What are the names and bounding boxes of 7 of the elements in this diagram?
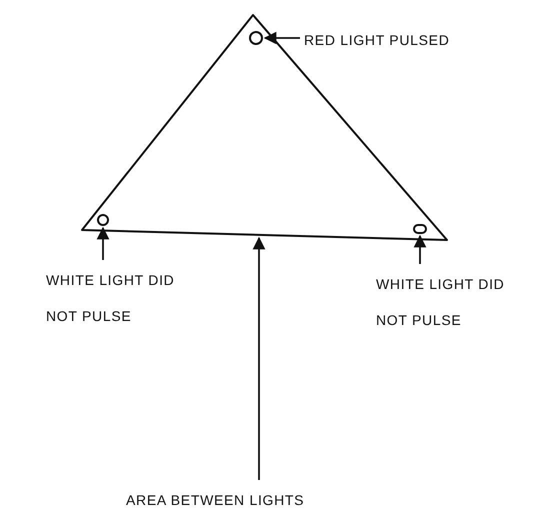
light-label: WHITE LIGHT DID NOT PULSE xyxy=(376,266,516,338)
arrow xyxy=(96,226,110,260)
light-label: RED LIGHT PULSED xyxy=(304,22,504,58)
arrow xyxy=(264,32,300,44)
light-label: AREA BETWEEN LIGHTS xyxy=(126,482,386,515)
light-label: WHITE LIGHT DID NOT PULSE xyxy=(46,262,186,334)
arrow xyxy=(252,236,266,480)
